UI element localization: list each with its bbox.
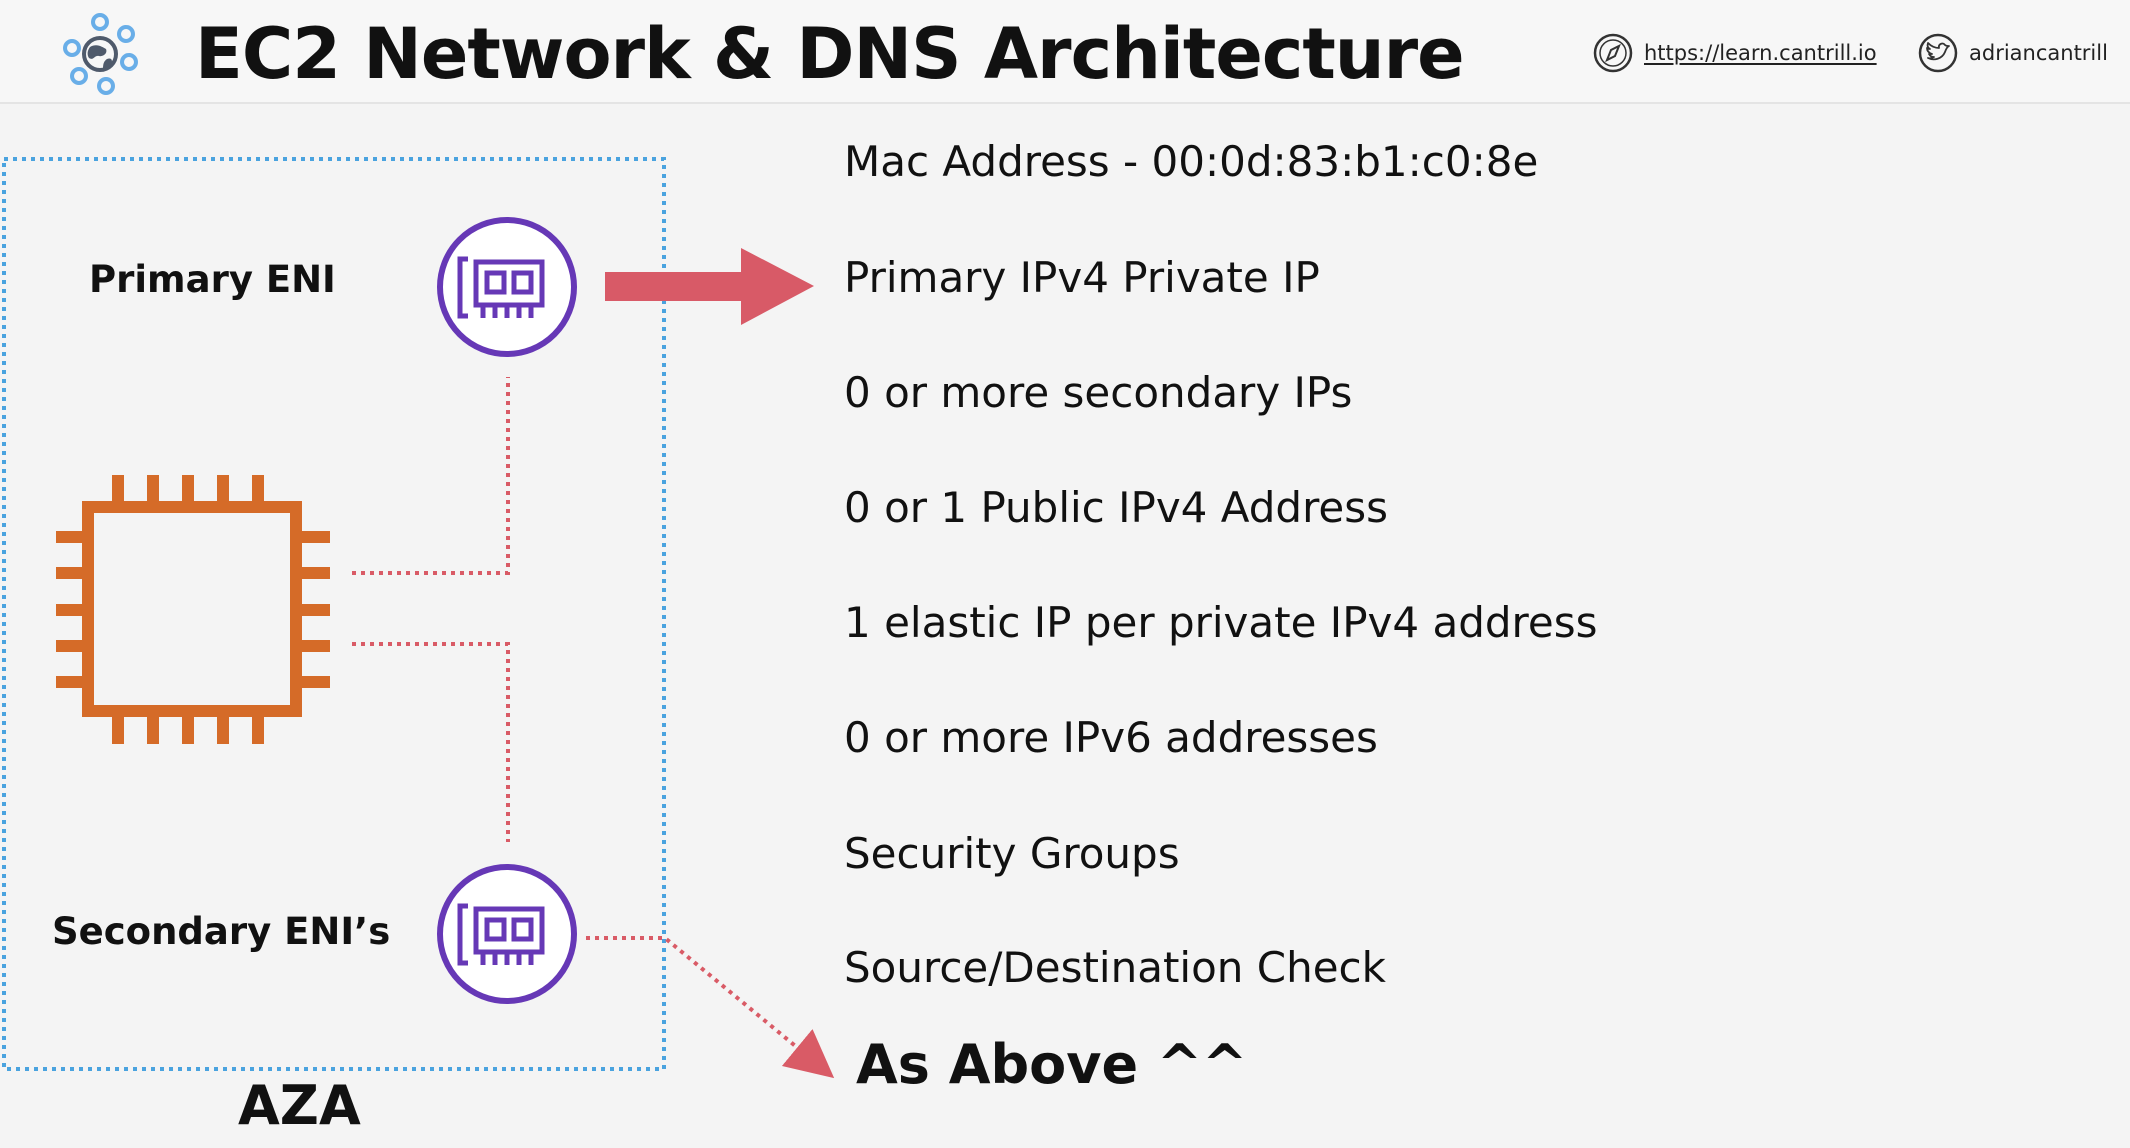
compass-icon — [1593, 33, 1633, 73]
source-destination-check-attribute: Source/Destination Check — [844, 943, 1386, 992]
slide-header: EC2 Network & DNS Architecture https://l… — [0, 0, 2130, 104]
secondary-ips-attribute: 0 or more secondary IPs — [844, 368, 1353, 417]
secondary-eni-note: As Above ^^ — [856, 1033, 1248, 1096]
ipv6-addresses-attribute: 0 or more IPv6 addresses — [844, 713, 1378, 762]
availability-zone-label: AZA — [238, 1074, 361, 1137]
mac-address-attribute: Mac Address - 00:0d:83:b1:c0:8e — [844, 137, 1539, 186]
website-link[interactable]: https://learn.cantrill.io — [1592, 31, 1877, 75]
secondary-eni-label: Secondary ENI’s — [52, 910, 391, 953]
website-url[interactable]: https://learn.cantrill.io — [1644, 41, 1877, 65]
primary-eni-icon — [437, 217, 577, 357]
instance-to-eni-connectors — [352, 377, 835, 1079]
security-groups-attribute: Security Groups — [844, 829, 1180, 878]
secondary-eni-icon — [437, 864, 577, 1004]
elastic-ip-attribute: 1 elastic IP per private IPv4 address — [844, 598, 1598, 647]
primary-eni-label: Primary ENI — [89, 258, 336, 301]
twitter-handle[interactable]: adriancantrill — [1917, 31, 2108, 75]
network-globe-icon — [63, 13, 138, 95]
twitter-bird-icon — [1918, 33, 1958, 73]
public-ipv4-attribute: 0 or 1 Public IPv4 Address — [844, 483, 1389, 532]
availability-zone-boundary — [2, 157, 666, 1071]
page-title: EC2 Network & DNS Architecture — [195, 13, 1465, 95]
right-arrow-icon — [605, 248, 814, 325]
primary-private-ip-attribute: Primary IPv4 Private IP — [844, 253, 1320, 302]
ec2-instance-chip-icon — [56, 475, 330, 744]
twitter-username[interactable]: adriancantrill — [1969, 41, 2108, 65]
eni-attributes-list: Mac Address - 00:0d:83:b1:c0:8e Primary … — [844, 130, 2084, 1020]
